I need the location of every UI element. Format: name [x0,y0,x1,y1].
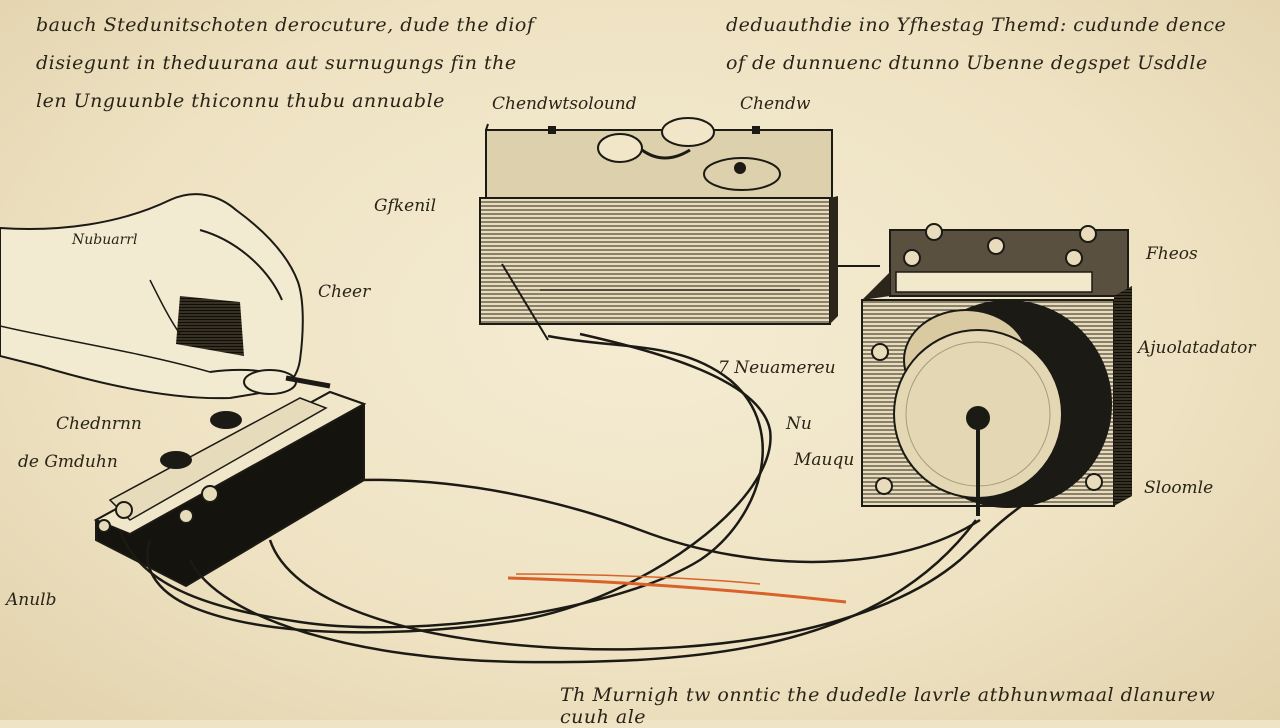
mid-label-2: Mauqu [794,450,855,470]
sounder-box [861,223,1132,516]
wires [118,332,1031,664]
header-left-text: bauch Stedunitschoten derocuture, dude t… [36,6,576,120]
header-left-line: disiegunt in theduurana aut surnugungs f… [36,52,517,74]
wire-label: 7 Neuamereu [718,358,836,378]
mid-label-1: Nu [786,414,812,434]
right-label-2: Ajuolatadator [1138,338,1256,358]
bottom-left-label: Anulb [6,590,57,610]
accent-wire [507,576,847,604]
right-label-3: Sloomle [1144,478,1214,498]
header-left-line: len Unguunble thiconnu thubu annuable [36,90,445,112]
hand-label: Cheer [318,282,371,302]
hand [0,193,304,400]
header-right-line: of de dunnuenc dtunno Ubenne degspet Usd… [726,52,1208,74]
hand-writing: Nubuarrl [72,232,138,248]
telegraph-key [93,375,367,588]
left-box-label: Gfkenil [374,196,437,216]
key-label-2: de Gmduhn [18,452,118,472]
top-right-label: Chendw [740,94,811,114]
right-label-1: Fheos [1146,244,1198,264]
accent-wire-shadow [515,573,761,585]
footer-text: Th Murnigh tw onntic the dudedle lavrle … [560,684,1216,728]
relay-box [479,117,838,341]
header-right-line: deduauthdie ino Yfhestag Themd: cudunde … [726,14,1227,36]
sounder-coil [893,300,1112,516]
key-label-1: Chednrnn [56,414,142,434]
header-left-line: bauch Stedunitschoten derocuture, dude t… [36,14,535,36]
relay-dial [548,117,781,191]
top-box-label: Chendwtsolound [492,94,637,114]
header-right-text: deduauthdie ino Yfhestag Themd: cudunde … [726,6,1246,82]
